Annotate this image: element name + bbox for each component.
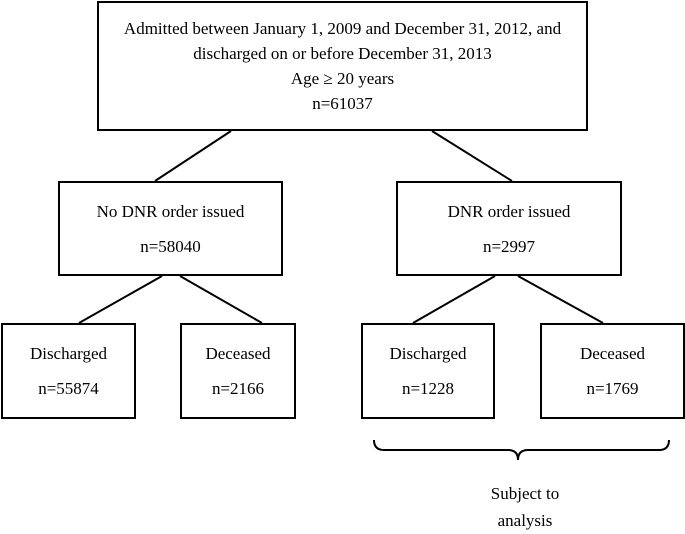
analysis-brace (373, 439, 670, 461)
dnr-discharged-box: Discharged n=1228 (361, 323, 495, 419)
total-count: n=61037 (312, 94, 373, 113)
no-dnr-count: n=58040 (140, 236, 201, 256)
connector-top-to-no-dnr (154, 130, 232, 182)
dnr-deceased-count: n=1769 (586, 379, 639, 398)
discharge-period-text: discharged on or before December 31, 201… (193, 44, 492, 63)
no-dnr-label: No DNR order issued (96, 201, 245, 221)
no-dnr-discharged-label: Discharged (29, 344, 108, 363)
age-criteria-text: Age ≥ 20 years (290, 69, 395, 88)
no-dnr-box: No DNR order issued n=58040 (58, 181, 283, 276)
dnr-discharged-label: Discharged (389, 344, 467, 363)
dnr-deceased-label: Deceased (579, 344, 646, 363)
connector-no-dnr-to-discharged (78, 275, 163, 324)
dnr-deceased-box: Deceased n=1769 (540, 323, 685, 419)
analysis-note-line1: Subject to (490, 484, 560, 503)
dnr-label: DNR order issued (447, 201, 571, 221)
connector-no-dnr-to-deceased (179, 275, 263, 324)
connector-top-to-dnr (431, 130, 513, 182)
admission-criteria-box: Admitted between January 1, 2009 and Dec… (97, 1, 588, 131)
connector-dnr-to-discharged (412, 275, 496, 324)
analysis-note: Subject to analysis (455, 480, 595, 534)
dnr-count: n=2997 (482, 236, 536, 256)
no-dnr-deceased-label: Deceased (205, 344, 271, 363)
dnr-box: DNR order issued n=2997 (396, 181, 622, 276)
no-dnr-deceased-box: Deceased n=2166 (180, 323, 296, 419)
connector-dnr-to-deceased (517, 275, 604, 324)
no-dnr-discharged-box: Discharged n=55874 (1, 323, 136, 419)
dnr-discharged-count: n=1228 (401, 379, 455, 398)
analysis-note-line2: analysis (497, 511, 553, 530)
admission-period-text: Admitted between January 1, 2009 and Dec… (123, 19, 562, 38)
no-dnr-discharged-count: n=55874 (38, 379, 99, 398)
no-dnr-deceased-count: n=2166 (211, 379, 265, 398)
